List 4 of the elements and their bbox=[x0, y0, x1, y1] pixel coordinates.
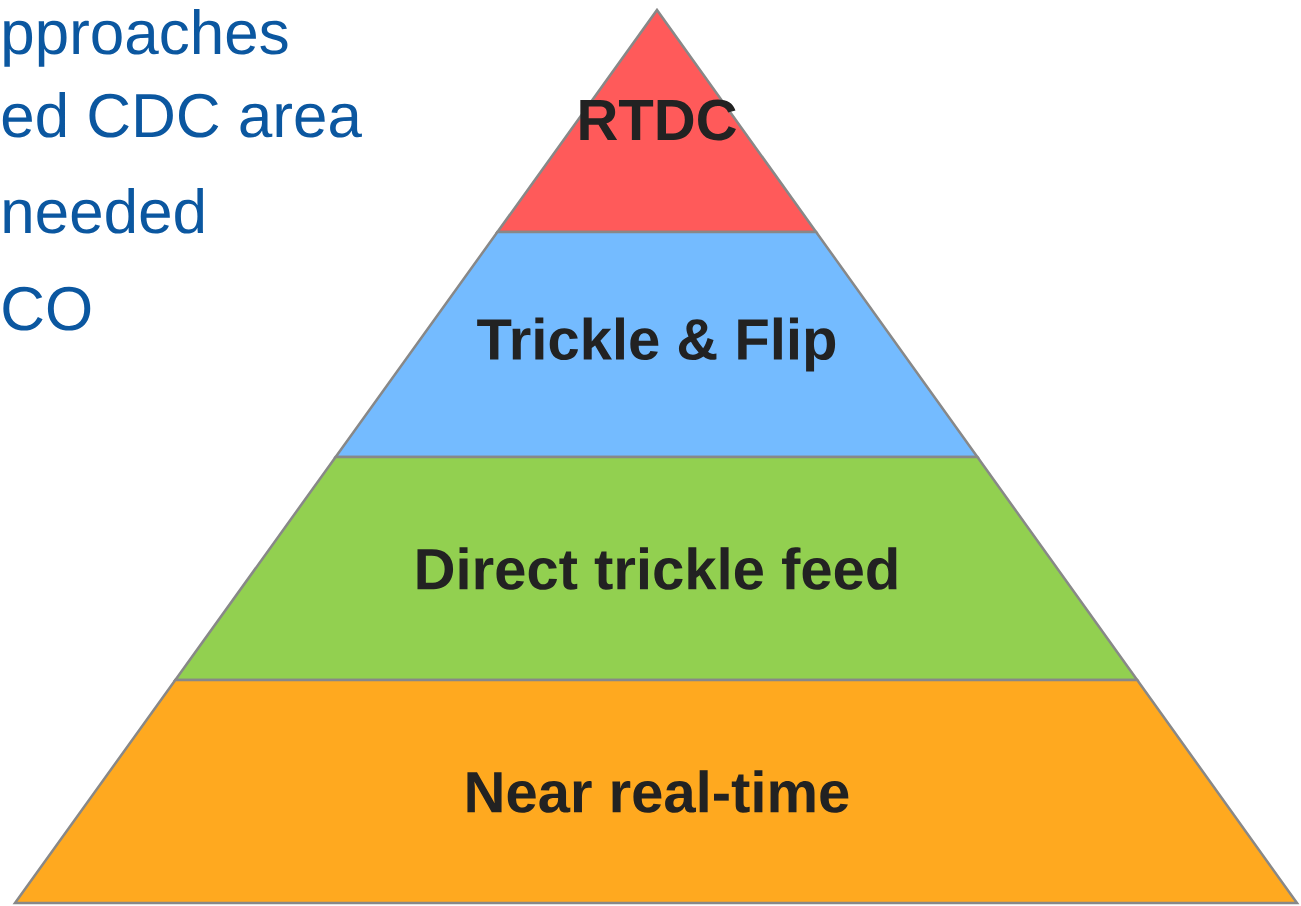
bullet-text: needed bbox=[4, 188, 204, 234]
bullet-text: ed CDC area bbox=[2, 92, 362, 138]
bullet-text: CO bbox=[3, 286, 91, 331]
bullet-text: pproaches bbox=[4, 9, 288, 67]
